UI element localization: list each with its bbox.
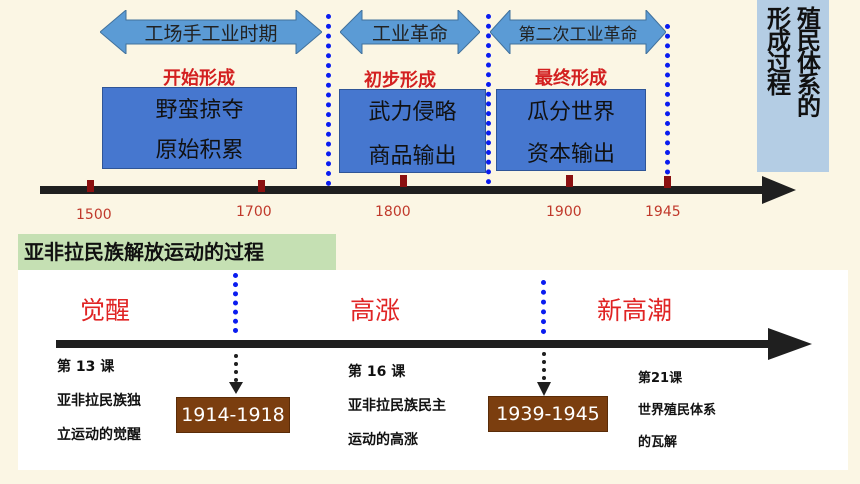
lesson-title-line: 的瓦解 bbox=[638, 435, 678, 450]
liberation-panel bbox=[18, 270, 848, 470]
phase-new-upsurge: 新高潮 bbox=[597, 296, 673, 325]
lesson-number: 第21课 bbox=[638, 371, 683, 386]
period-label: 第二次工业革命 bbox=[518, 24, 638, 45]
year-tick bbox=[566, 175, 573, 187]
double-arrow-shape bbox=[490, 10, 666, 54]
phase-awakening: 觉醒 bbox=[80, 296, 131, 325]
lesson-number: 第 16 课 bbox=[348, 364, 406, 380]
year-label: 1700 bbox=[236, 204, 272, 220]
stage-item: 原始积累 bbox=[155, 138, 244, 163]
down-arrow-icon bbox=[229, 354, 243, 394]
stage-box-begin: 野蛮掠夺 原始积累 bbox=[102, 87, 297, 169]
phase-upsurge: 高涨 bbox=[350, 296, 401, 325]
lesson-title-line: 亚非拉民族民主 bbox=[348, 398, 446, 414]
stage-label-final: 最终形成 bbox=[535, 68, 607, 89]
stage-label-initial: 初步形成 bbox=[364, 70, 436, 91]
double-arrow-shape bbox=[340, 10, 480, 54]
stage-item: 瓜分世界 bbox=[526, 100, 615, 125]
lesson-title-line: 亚非拉民族独 bbox=[57, 393, 141, 409]
phase-divider bbox=[233, 273, 238, 333]
period-arrow-industrial-revolution: 工业革命 bbox=[340, 10, 480, 54]
year-label: 1945 bbox=[645, 204, 681, 220]
colonial-timeline-axis bbox=[40, 176, 796, 204]
page-title-col-1: 殖民体系的 bbox=[797, 5, 821, 121]
period-label: 工业革命 bbox=[371, 22, 448, 45]
year-tick bbox=[664, 176, 671, 188]
stage-label-begin: 开始形成 bbox=[163, 68, 235, 89]
section-title: 亚非拉民族解放运动的过程 bbox=[18, 234, 336, 270]
stage-box-initial: 武力侵略 商品输出 bbox=[339, 89, 486, 173]
stage-item: 野蛮掠夺 bbox=[155, 98, 244, 123]
period-label: 工场手工业时期 bbox=[144, 22, 278, 45]
period-arrow-second-industrial-revolution: 第二次工业革命 bbox=[490, 10, 666, 54]
year-label: 1800 bbox=[375, 204, 411, 220]
year-tick bbox=[258, 180, 265, 192]
period-divider bbox=[486, 14, 491, 194]
stage-item: 武力侵略 bbox=[368, 100, 457, 125]
stage-box-final: 瓜分世界 资本输出 bbox=[496, 89, 646, 171]
year-label: 1900 bbox=[546, 204, 582, 220]
colonial-title-box bbox=[757, 0, 829, 172]
lesson-title-line: 世界殖民体系 bbox=[638, 403, 717, 418]
stage-item: 资本输出 bbox=[526, 142, 615, 167]
lesson-16: 第 16 课 亚非拉民族民主 运动的高涨 bbox=[348, 355, 446, 457]
lesson-title-line: 立运动的觉醒 bbox=[57, 427, 141, 443]
lesson-21: 第21课 世界殖民体系 的瓦解 bbox=[638, 363, 716, 459]
liberation-timeline-axis bbox=[56, 328, 812, 360]
period-arrow-handicraft: 工场手工业时期 bbox=[100, 10, 322, 54]
war-period-box-1: 1914-1918 bbox=[176, 397, 290, 433]
lesson-number: 第 13 课 bbox=[57, 359, 115, 375]
war-period-box-2: 1939-1945 bbox=[488, 396, 608, 432]
period-divider bbox=[665, 24, 670, 194]
period-divider bbox=[326, 14, 331, 186]
page-title-col-2: 形成过程 bbox=[767, 5, 791, 99]
year-label: 1500 bbox=[76, 207, 112, 223]
stage-item: 商品输出 bbox=[368, 144, 457, 169]
phase-divider bbox=[541, 280, 546, 334]
lesson-title-line: 运动的高涨 bbox=[348, 432, 418, 448]
down-arrow-icon bbox=[537, 352, 551, 396]
double-arrow-shape bbox=[100, 10, 322, 54]
lesson-13: 第 13 课 亚非拉民族独 立运动的觉醒 bbox=[57, 350, 141, 452]
year-tick bbox=[87, 180, 94, 192]
year-tick bbox=[400, 175, 407, 187]
